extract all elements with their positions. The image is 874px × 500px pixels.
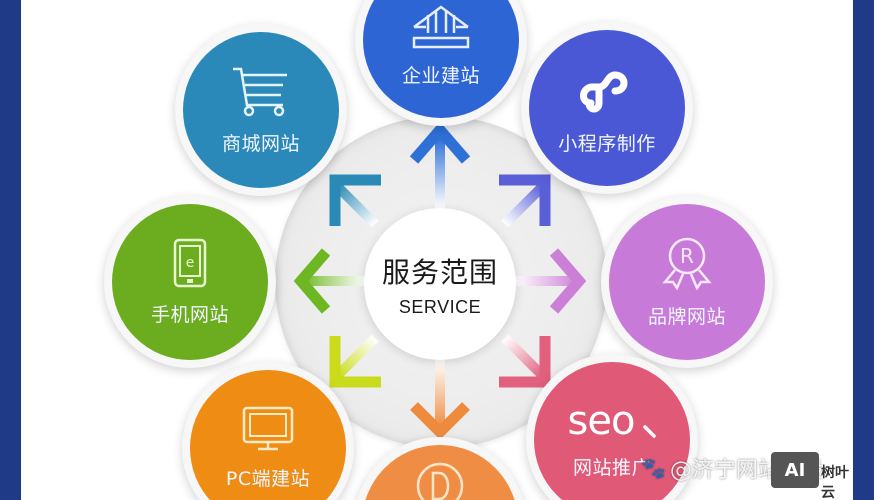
node-mini-program[interactable]: 小程序制作 bbox=[521, 22, 693, 194]
node-label: 网站推广 bbox=[572, 456, 651, 479]
hub-title: 服务范围 bbox=[381, 255, 498, 289]
left-frame-bar bbox=[0, 0, 21, 500]
node-brand-site[interactable]: R 品牌网站 bbox=[601, 196, 773, 368]
arrow-down-left bbox=[329, 334, 381, 388]
ai-logo: AI bbox=[771, 452, 819, 488]
node-seo[interactable]: seo 网站推广 bbox=[526, 354, 698, 500]
node-mobile-site[interactable]: e 手机网站 bbox=[104, 196, 276, 368]
node-label: PC端建站 bbox=[225, 467, 311, 490]
hub-subtitle: SERVICE bbox=[398, 296, 482, 317]
right-frame-bar bbox=[853, 0, 874, 500]
node-label: 手机网站 bbox=[150, 303, 229, 326]
center-hub: 服务范围 SERVICE bbox=[364, 208, 516, 360]
arrow-up bbox=[409, 121, 471, 208]
arrow-down bbox=[410, 360, 470, 440]
node-label: 企业建站 bbox=[401, 65, 480, 87]
building-upload-icon bbox=[406, 5, 476, 49]
svg-text:R: R bbox=[680, 244, 694, 268]
direction-arrows bbox=[293, 121, 587, 440]
arrow-up-left bbox=[329, 174, 381, 228]
d-circle-icon bbox=[415, 461, 465, 500]
monitor-icon bbox=[242, 406, 294, 452]
arrow-right bbox=[515, 248, 587, 314]
arrow-up-right bbox=[499, 174, 551, 228]
brand-name: 树叶云 bbox=[821, 465, 849, 500]
mobile-phone-icon: e bbox=[173, 238, 207, 288]
node-pc-site[interactable]: PC端建站 bbox=[182, 362, 354, 500]
node-mall-site[interactable]: 商城网站 bbox=[175, 24, 347, 196]
paw-icon: 🐾 bbox=[641, 456, 666, 480]
node-label: 小程序制作 bbox=[558, 132, 656, 155]
shopping-cart-icon bbox=[229, 65, 293, 117]
registered-badge-icon: R bbox=[659, 236, 715, 290]
service-diagram: 服务范围 SERVICE 企业建站 bbox=[21, 0, 853, 500]
svg-text:e: e bbox=[186, 255, 195, 271]
arrow-left bbox=[293, 248, 365, 314]
mini-program-icon bbox=[577, 61, 637, 117]
node-label: 商城网站 bbox=[221, 132, 300, 155]
node-label: 品牌网站 bbox=[647, 305, 726, 328]
node-enterprise-site[interactable]: 企业建站 bbox=[355, 0, 527, 126]
arrow-down-right bbox=[499, 334, 551, 388]
seo-search-icon: seo bbox=[568, 401, 657, 441]
